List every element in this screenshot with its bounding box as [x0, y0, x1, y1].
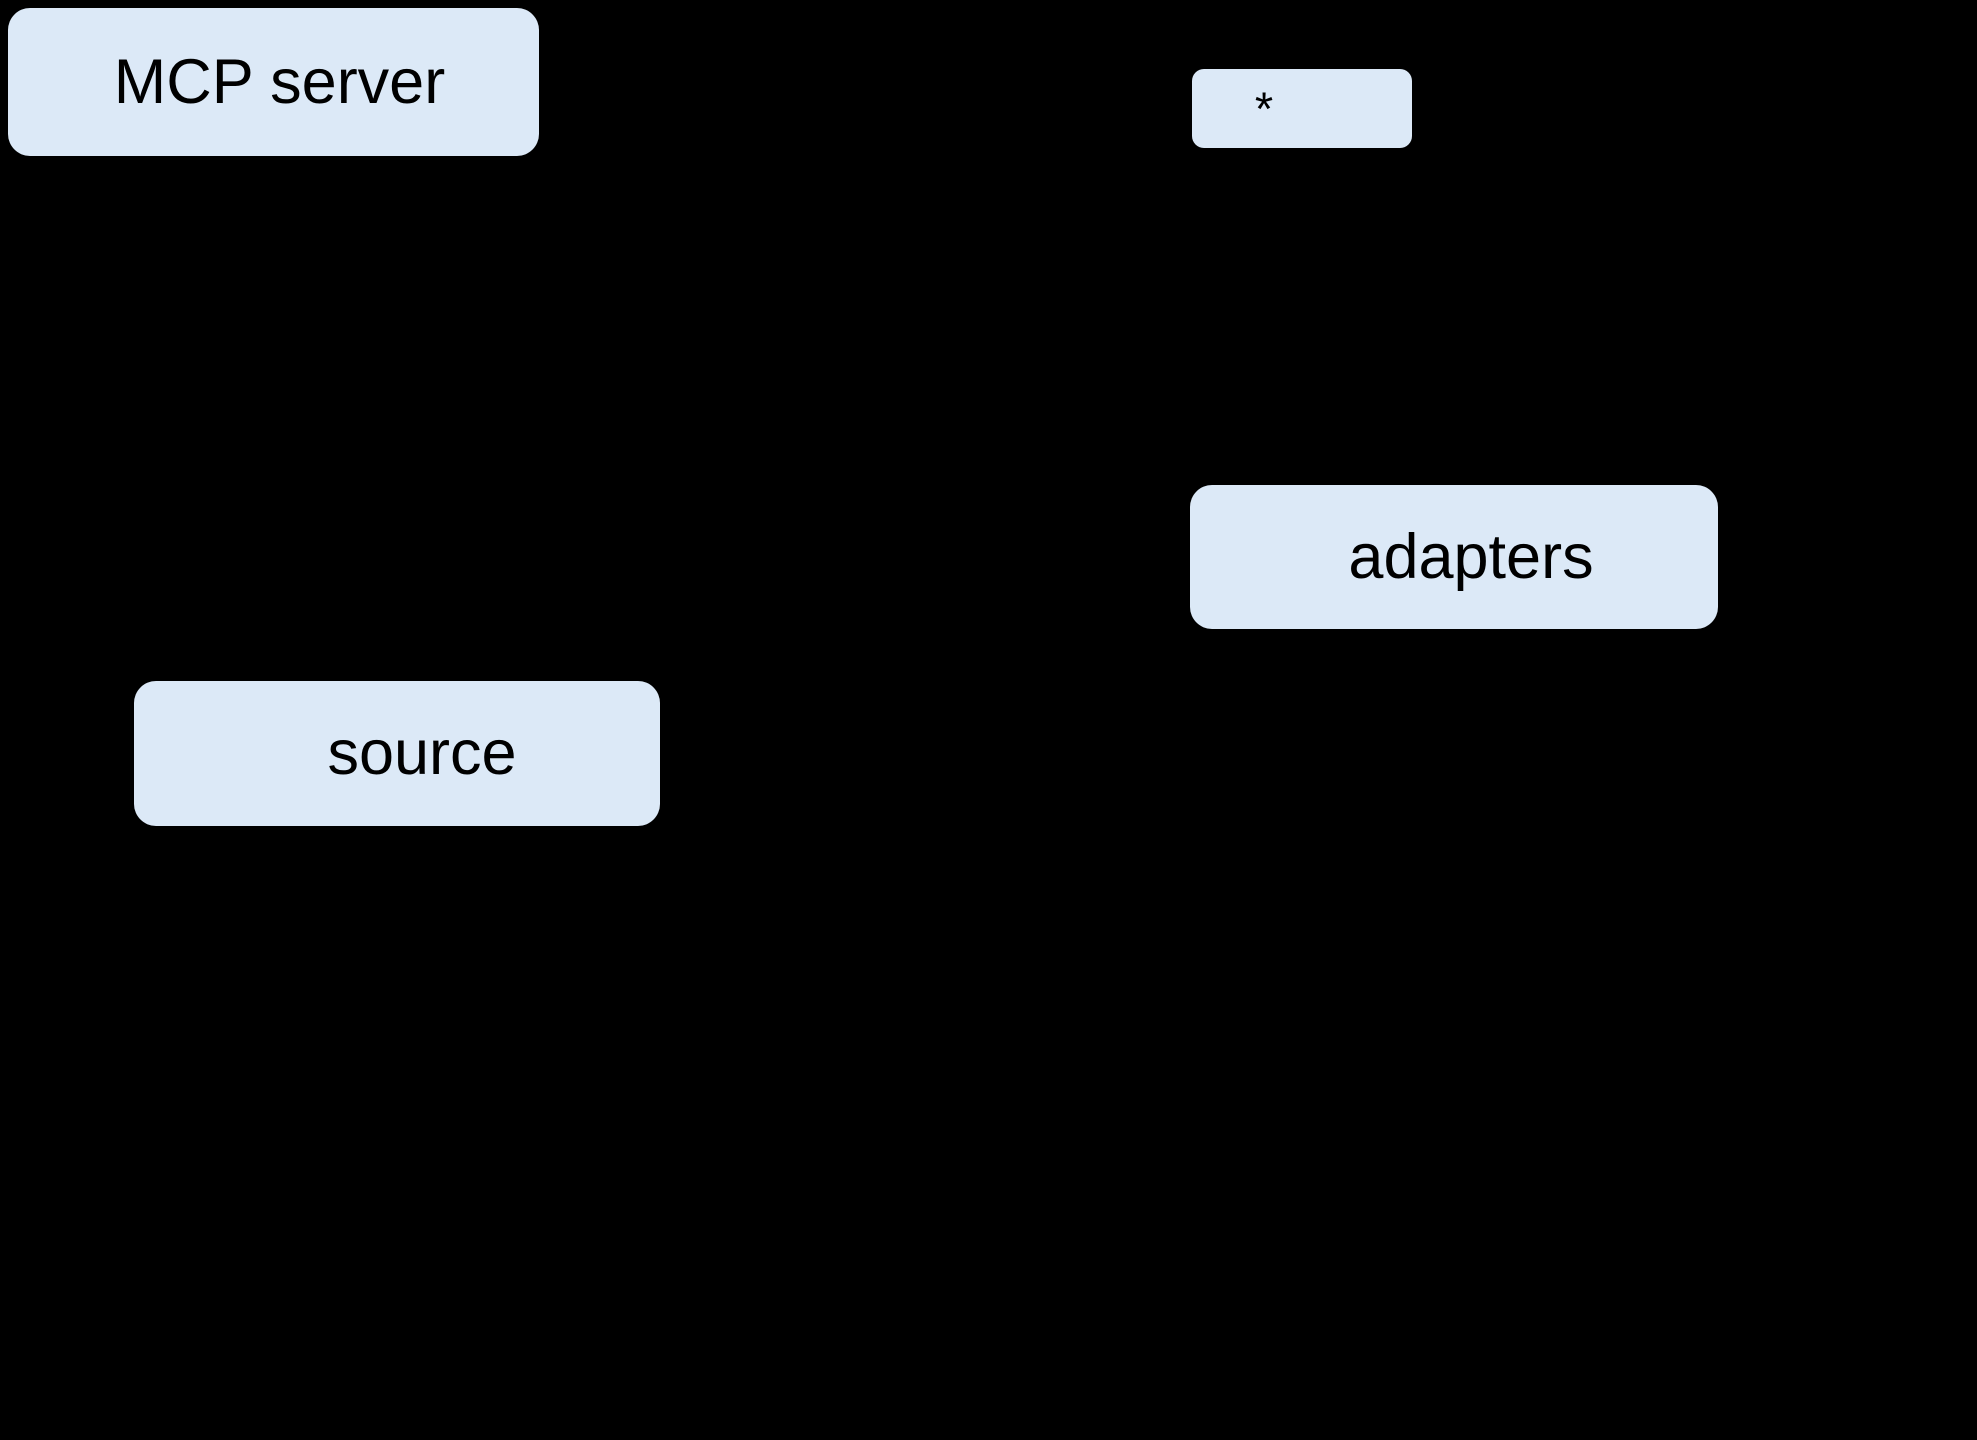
diagram-node-adapters[interactable]: adapters [1190, 485, 1718, 629]
diagram-node-label: MCP server [113, 46, 446, 117]
diagram-node-label: adapters [1348, 521, 1594, 592]
diagram-node-source[interactable]: source [134, 681, 660, 826]
diagram-node-label: source [327, 718, 517, 788]
diagram-node-asterisk[interactable]: * [1192, 69, 1412, 148]
diagram-node-mcp-server[interactable]: MCP server [8, 8, 539, 156]
diagram-node-label: * [1254, 82, 1274, 135]
